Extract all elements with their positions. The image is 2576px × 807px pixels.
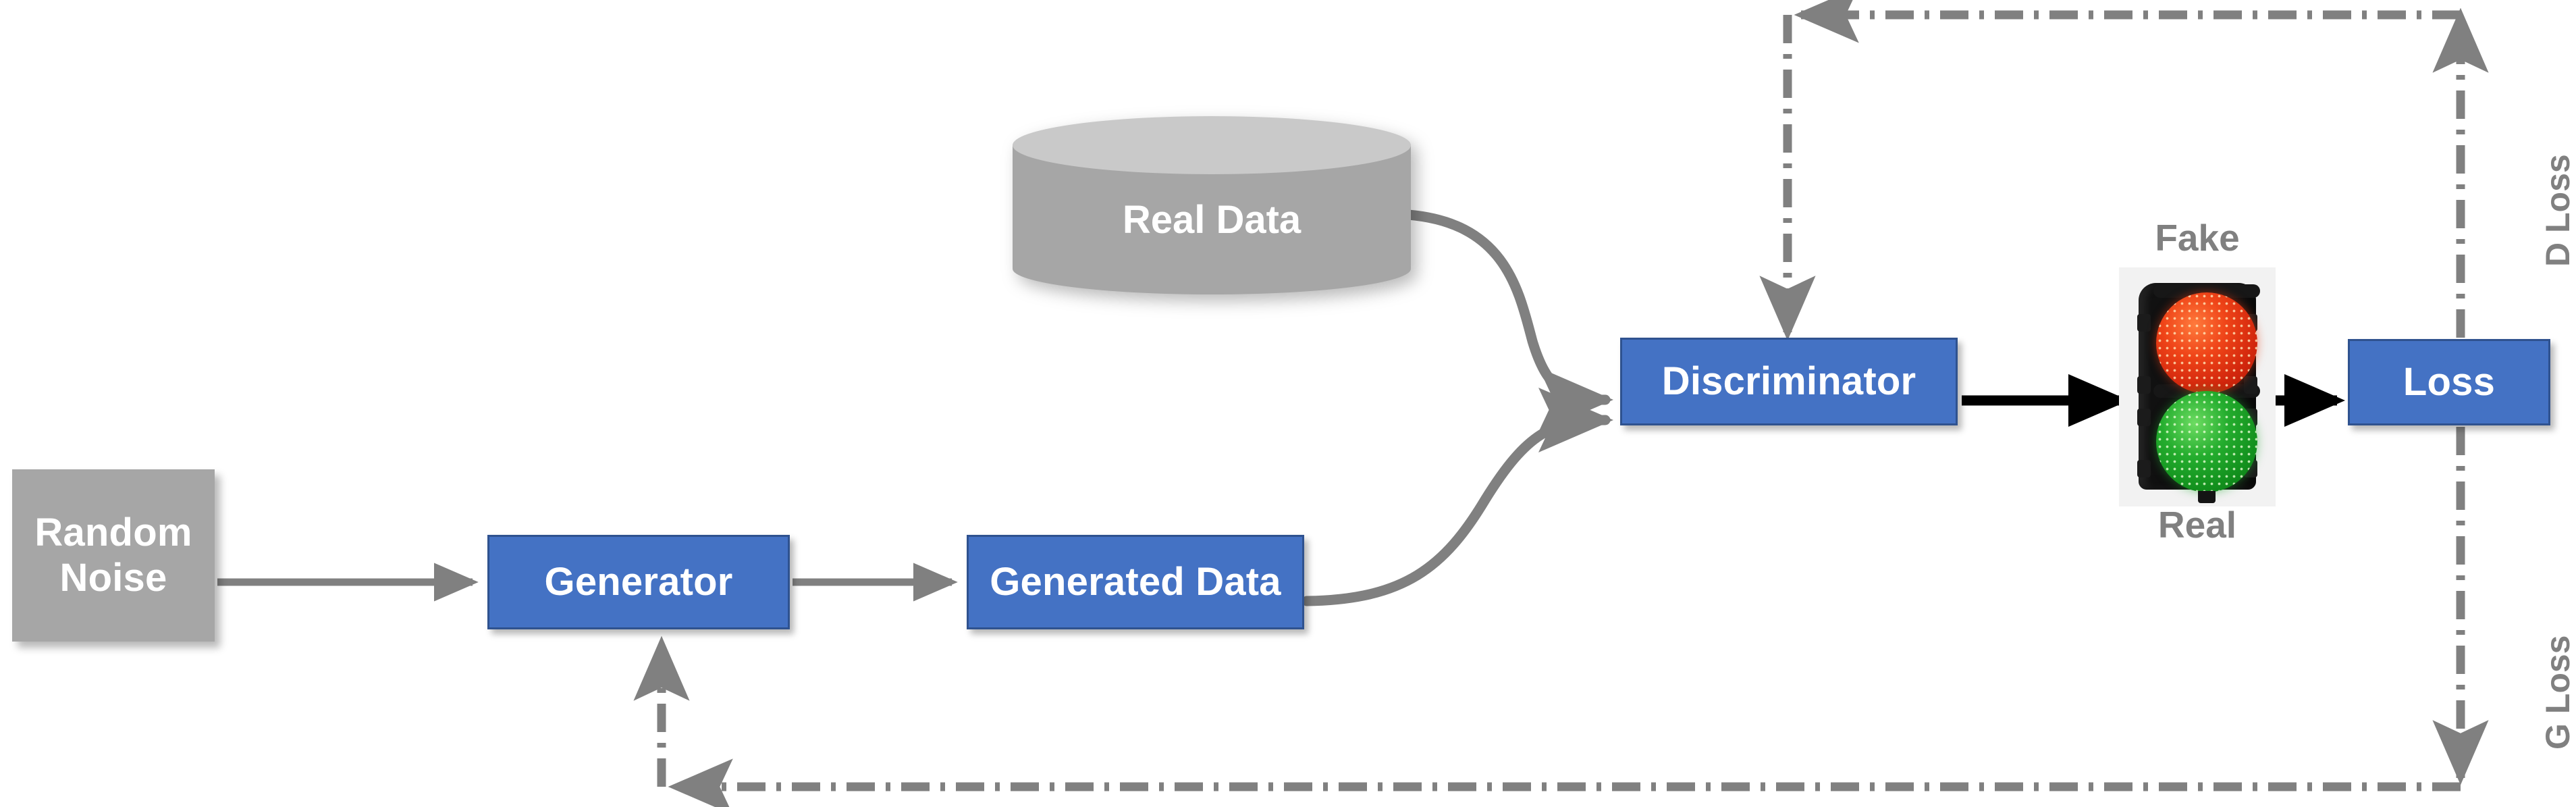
node-loss-label: Loss [2403, 359, 2496, 404]
node-random-noise[interactable]: Random Noise [12, 469, 215, 642]
node-generator[interactable]: Generator [487, 535, 790, 629]
traffic-light-housing [2137, 283, 2260, 503]
edge-g-loss-feedback [633, 427, 2489, 807]
traffic-light-tab [2137, 409, 2151, 426]
traffic-light-tab [2137, 314, 2151, 332]
traffic-light-tab [2137, 460, 2151, 477]
cylinder-top-ellipse [1013, 116, 1411, 174]
green-lamp-icon [2156, 391, 2257, 492]
node-loss[interactable]: Loss [2348, 339, 2550, 425]
traffic-light-tab [2137, 376, 2151, 394]
node-generated-data-label: Generated Data [990, 559, 1281, 604]
edge-generated-data-to-discriminator [1302, 388, 1614, 606]
traffic-light-icon [2119, 267, 2276, 506]
traffic-light-fake-label: Fake [2155, 217, 2240, 259]
node-generator-label: Generator [544, 559, 733, 604]
node-discriminator-label: Discriminator [1661, 359, 1916, 403]
traffic-light-tab [2244, 376, 2257, 394]
node-generated-data[interactable]: Generated Data [967, 535, 1304, 629]
green-lamp-led-grid [2156, 391, 2257, 492]
red-lamp-icon [2156, 292, 2257, 394]
g-loss-label: G Loss [2539, 635, 2576, 750]
node-discriminator[interactable]: Discriminator [1620, 338, 1958, 425]
traffic-light-visor-top [2153, 284, 2260, 298]
edge-d-loss-feedback [1759, 0, 2489, 341]
node-real-data-label: Real Data [1122, 198, 1302, 242]
node-random-noise-label: Random Noise [34, 510, 192, 600]
traffic-light-real-label: Real [2157, 504, 2237, 546]
d-loss-label: D Loss [2539, 154, 2576, 267]
edge-real-data-to-discriminator [1403, 209, 1614, 432]
red-lamp-led-grid [2156, 292, 2257, 394]
node-real-data[interactable]: Real Data [1013, 116, 1411, 322]
traffic-light-foot [2198, 491, 2216, 503]
